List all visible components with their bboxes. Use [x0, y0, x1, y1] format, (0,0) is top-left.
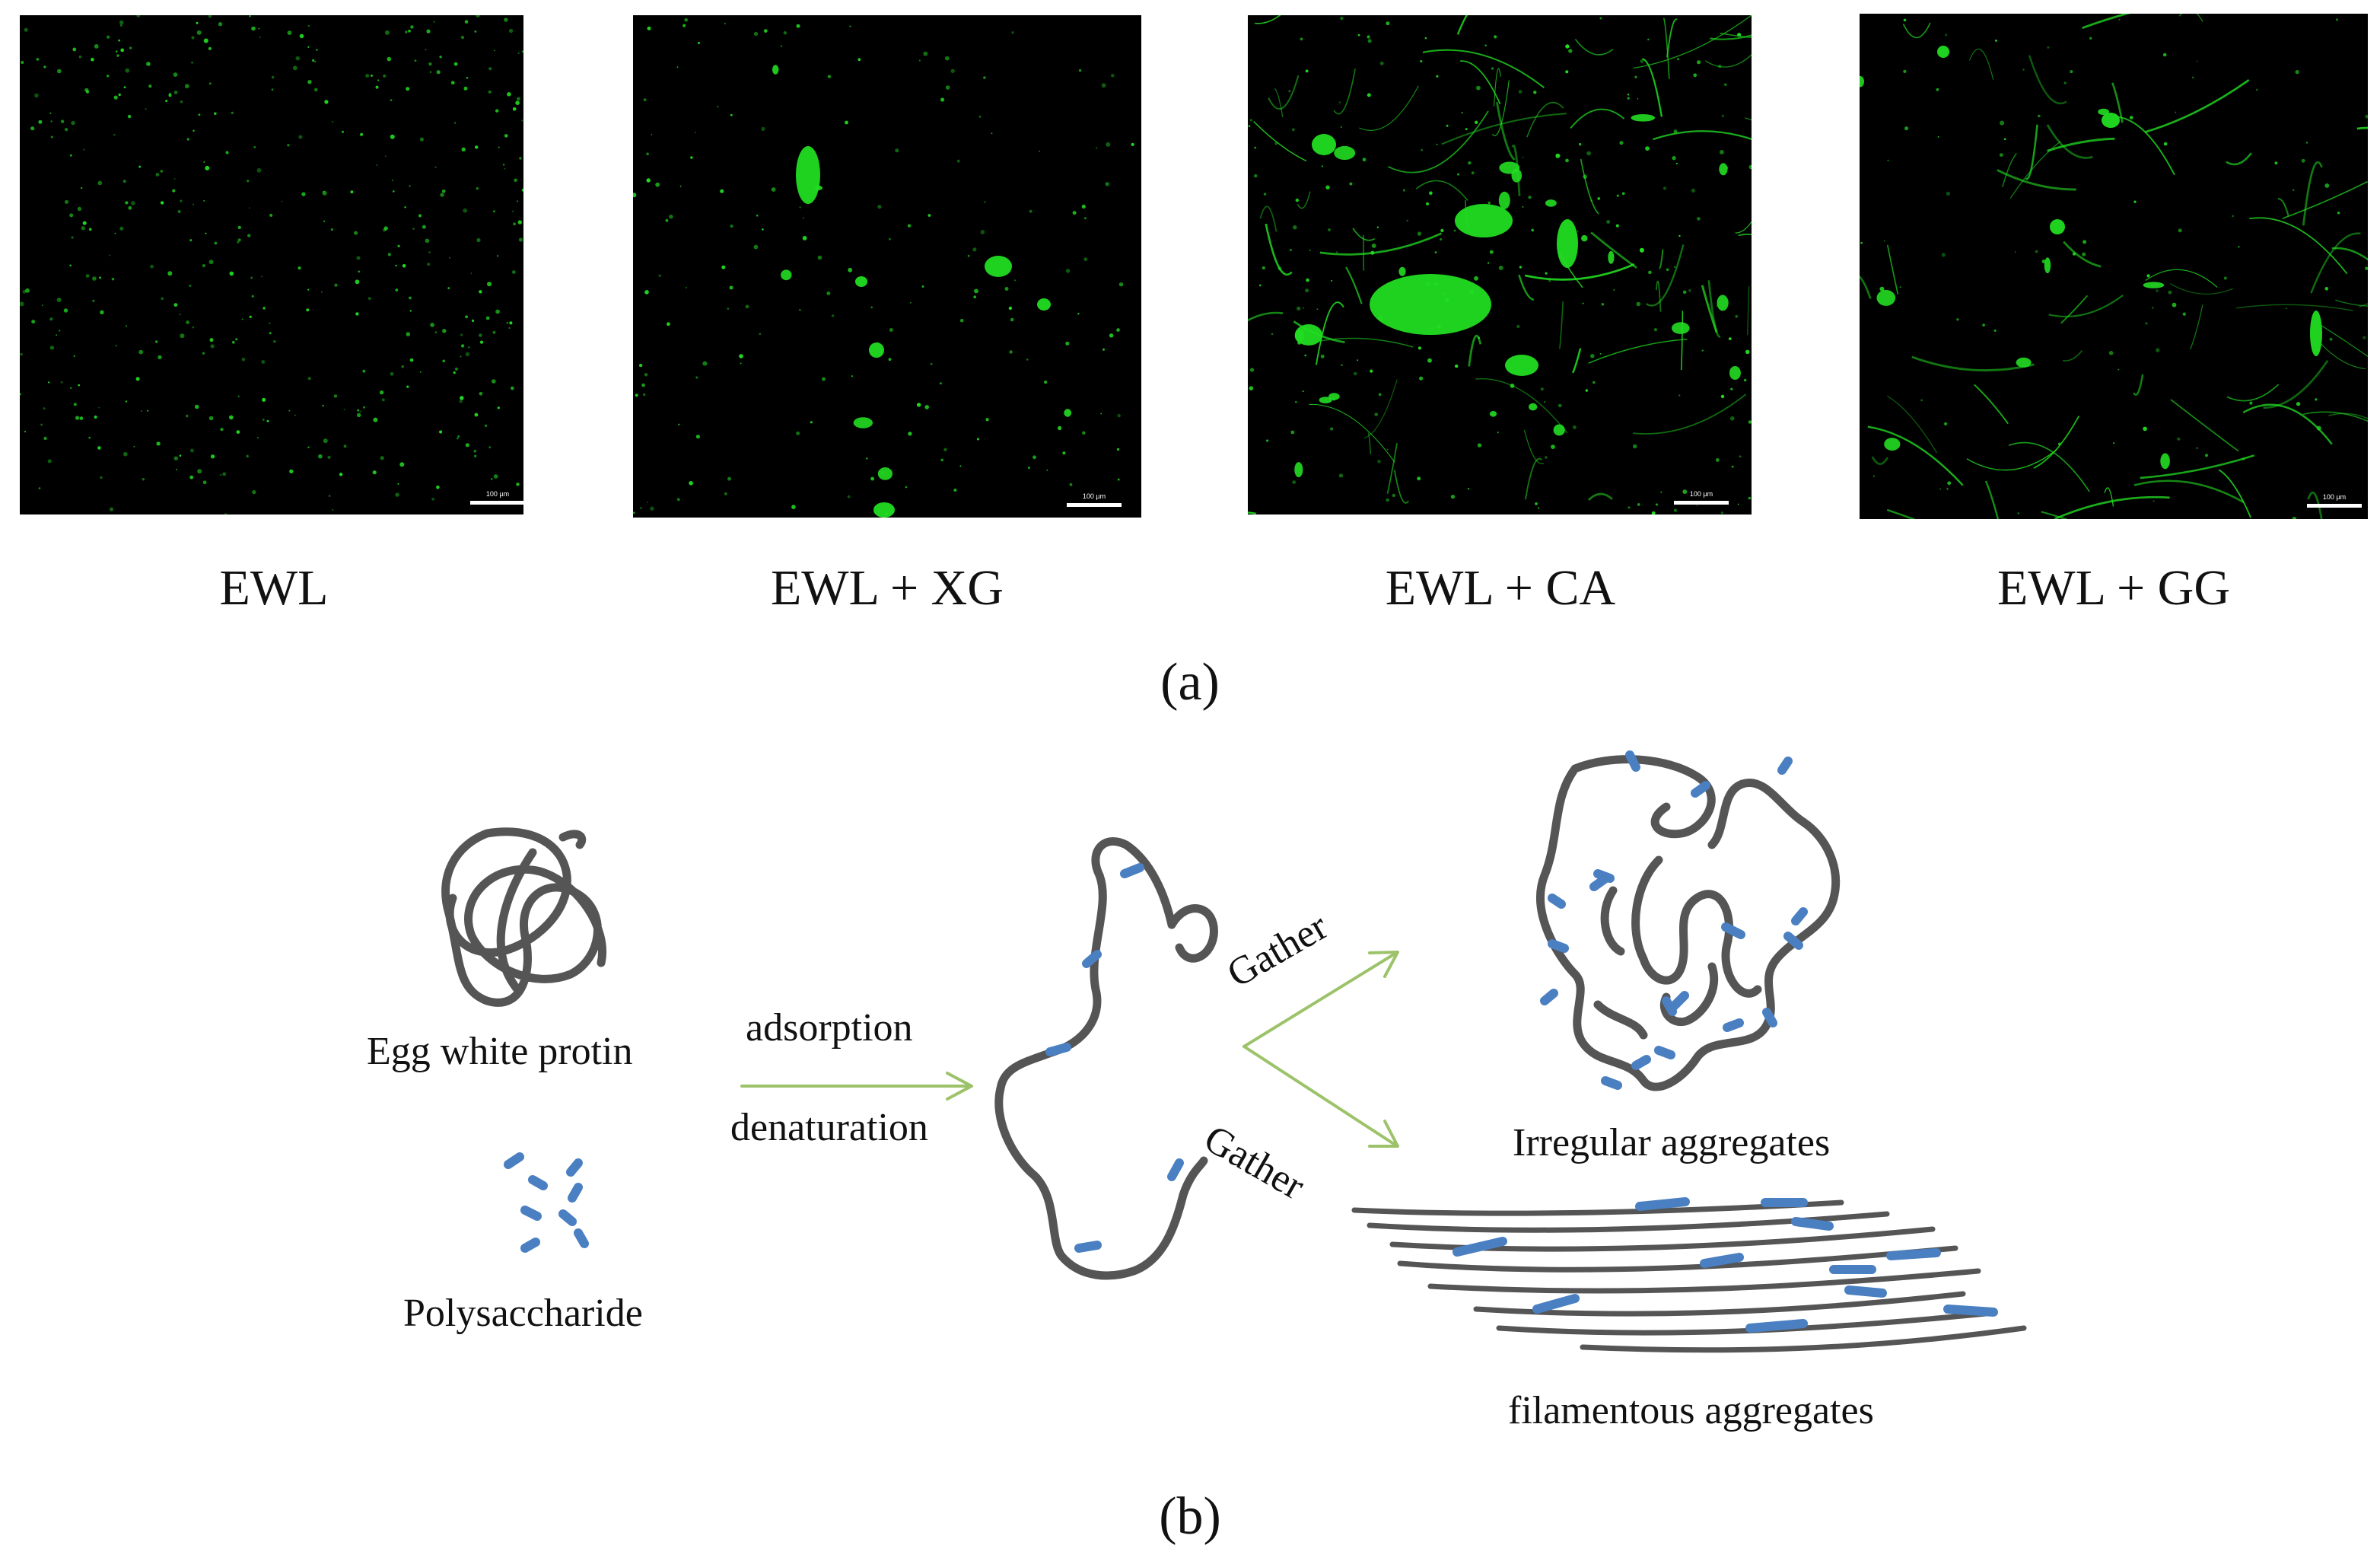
polysaccharide-dash — [1943, 1305, 1998, 1317]
panel-label-ewl-xg: EWL + XG — [770, 560, 1004, 616]
micrograph-ewl-xg-canvas — [633, 18, 1134, 518]
polysaccharide-dash — [1532, 1294, 1580, 1314]
polysaccharide-dash — [1593, 869, 1615, 883]
micrograph-ewl-xg: 100 µm — [633, 15, 1141, 518]
polysaccharide-dash — [1601, 1076, 1622, 1090]
scale-bar — [1067, 503, 1122, 507]
denaturation-label: denaturation — [730, 1106, 928, 1149]
scale-bar-label: 100 µm — [2322, 493, 2347, 501]
subfigure-label-a: (a) — [1160, 653, 1220, 712]
polysaccharide-dash — [1723, 1018, 1744, 1032]
polysaccharide-dash — [1691, 781, 1710, 798]
polysaccharide-dash — [1082, 950, 1102, 968]
polysaccharide-dash — [1540, 989, 1558, 1005]
polysaccharide-dash — [1791, 1217, 1834, 1231]
polysaccharide-dash — [1783, 932, 1803, 950]
polysaccharide-dash — [1452, 1237, 1507, 1257]
polysaccharide-dash — [1045, 1043, 1071, 1056]
panel-label-ewl: EWL — [219, 560, 329, 616]
scale-bar-label: 100 µm — [1082, 492, 1106, 500]
polysaccharide-dash — [1721, 922, 1745, 939]
panel-label-ewl-ca: EWL + CA — [1385, 560, 1616, 616]
micrograph-ewl-gg: 100 µm — [1860, 14, 2368, 519]
polysaccharide-dash — [574, 1228, 589, 1248]
polysaccharide-dash — [1886, 1248, 1941, 1260]
polysaccharide-dash — [504, 1152, 524, 1169]
irregular-aggregates-label: Irregular aggregates — [1513, 1121, 1831, 1164]
polysaccharide-dash — [1669, 991, 1689, 1011]
panel-label-ewl-gg: EWL + GG — [1997, 560, 2231, 616]
polysaccharide-dash — [1167, 1158, 1184, 1181]
polysaccharide-dash — [1635, 1197, 1690, 1211]
polysaccharide-dash — [1548, 939, 1569, 953]
polysaccharide-dash — [1762, 1008, 1777, 1027]
scale-bar — [470, 501, 523, 505]
polysaccharide-dash — [1548, 894, 1566, 909]
micrograph-ewl-canvas — [20, 15, 523, 514]
micrograph-ewl-gg-canvas — [1860, 14, 2368, 519]
gather-arrow-up — [1242, 951, 1399, 1048]
polysaccharide-dash — [1745, 1319, 1808, 1333]
polysaccharide-dash — [528, 1175, 548, 1190]
polysaccharide-dash — [1654, 1046, 1675, 1059]
polysaccharide-dash — [1074, 1241, 1102, 1253]
micrograph-ewl-ca: 100 µm — [1248, 15, 1752, 514]
scale-bar-label: 100 µm — [1689, 490, 1713, 498]
polysaccharide-dash — [558, 1209, 577, 1226]
polysaccharide-dash — [1120, 863, 1144, 878]
polysaccharide-dash — [1844, 1285, 1887, 1298]
polysaccharide-dash — [520, 1238, 540, 1253]
irregular-aggregate-chain — [1536, 755, 1841, 1091]
filamentous-aggregate-chains — [1351, 1199, 2027, 1353]
filamentous-aggregates-label: filamentous aggregates — [1508, 1389, 1874, 1432]
scale-bar — [2307, 504, 2362, 508]
native-protein-coil — [441, 827, 606, 1007]
polysaccharide-dash — [1625, 750, 1640, 772]
micrograph-ewl-ca-canvas — [1248, 15, 1752, 514]
scale-bar-label: 100 µm — [485, 490, 510, 498]
polysaccharide-dash — [1791, 907, 1808, 925]
polysaccharide-dash — [568, 1183, 583, 1203]
subfigure-label-b: (b) — [1159, 1487, 1221, 1546]
adsorption-label: adsorption — [746, 1006, 913, 1050]
polysaccharide-dash — [566, 1158, 583, 1177]
gather-arrow-down — [1242, 1045, 1399, 1148]
polysaccharide-dash — [1631, 1055, 1651, 1070]
polysaccharide-dash — [1700, 1253, 1744, 1268]
polysaccharide-label: Polysaccharide — [403, 1292, 643, 1335]
egg-white-protein-label: Egg white protin — [367, 1030, 633, 1073]
micrograph-ewl: 100 µm — [20, 15, 523, 514]
polysaccharide-dash — [1777, 757, 1793, 775]
polysaccharide-dash — [520, 1206, 542, 1221]
unfolded-protein-chain — [994, 837, 1218, 1280]
scale-bar — [1674, 501, 1729, 505]
adsorption-arrow — [740, 1072, 973, 1101]
